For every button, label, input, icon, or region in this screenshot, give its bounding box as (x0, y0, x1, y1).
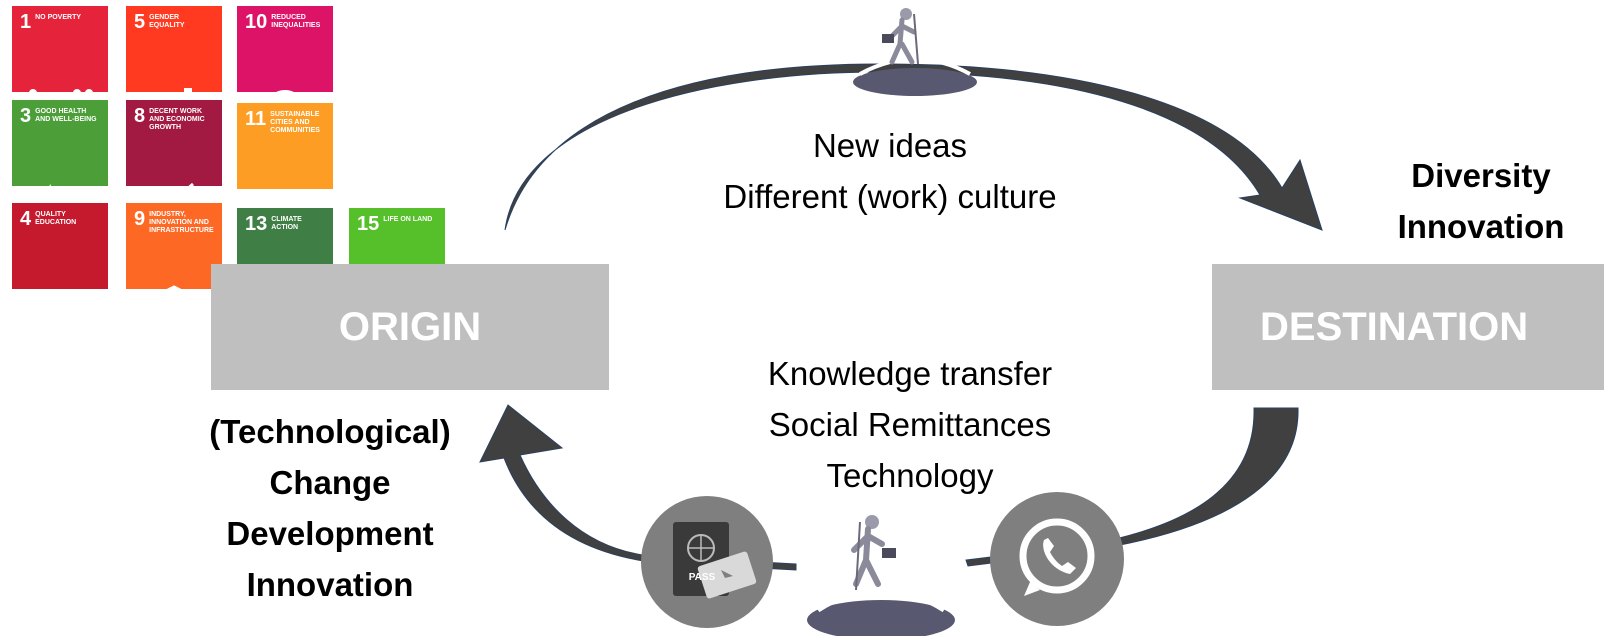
whatsapp-circle (990, 492, 1124, 626)
sdg-number: 5 (134, 11, 146, 33)
sdg-title: DECENT WORK AND ECONOMIC GROWTH (149, 108, 205, 131)
bottom-flow-line: Knowledge transfer (767, 355, 1053, 392)
origin-effect-line: Innovation (246, 566, 414, 603)
bottom-flow-line: Social Remittances (768, 406, 1052, 443)
bottom-flow-text: Knowledge transfer Social Remittances Te… (720, 348, 1100, 501)
whatsapp-icon (1019, 518, 1095, 596)
origin-effects: (Technological) Change Development Innov… (190, 406, 470, 610)
sdg-number: 8 (134, 105, 146, 127)
sdg-number: 9 (134, 208, 146, 230)
destination-effect-line: Diversity (1411, 157, 1551, 194)
destination-label: DESTINATION (1260, 305, 1529, 349)
traveler-on-globe-icon-bottom (807, 515, 955, 636)
sdg-number: 15 (357, 213, 380, 235)
sdg-title: NO POVERTY (35, 14, 82, 21)
sdg-title: GOOD HEALTH AND WELL-BEING (35, 108, 97, 123)
sdg-number: 10 (245, 11, 268, 33)
sdg-number: 3 (20, 105, 32, 127)
origin-effect-line: Change (269, 464, 391, 501)
sdg-number: 4 (20, 208, 32, 230)
origin-effect-line: Development (226, 515, 434, 552)
bottom-flow-line: Technology (826, 457, 994, 494)
traveler-on-globe-icon (853, 8, 977, 96)
sdg-title: LIFE ON LAND (383, 216, 433, 223)
passport-label: PASS (688, 572, 716, 583)
sdg-title: CLIMATE ACTION (271, 216, 302, 231)
sdg-title: REDUCED INEQUALITIES (271, 14, 321, 29)
destination-effect-line: Innovation (1397, 208, 1565, 245)
top-flow-text: New ideas Different (work) culture (680, 120, 1100, 222)
sdg-title: SUSTAINABLE CITIES AND COMMUNITIES (270, 111, 320, 134)
origin-label: ORIGIN (338, 305, 482, 349)
sdg-number: 11 (245, 108, 267, 130)
destination-box: DESTINATION (1212, 264, 1604, 390)
origin-effect-line: (Technological) (209, 413, 451, 450)
passport-circle: PASS (641, 496, 773, 628)
destination-effects: Diversity Innovation (1376, 150, 1586, 252)
sdg-number: 13 (245, 213, 268, 235)
sdg-number: 1 (20, 11, 32, 33)
sdg-title: QUALITY EDUCATION (35, 211, 77, 226)
origin-box: ORIGIN (211, 264, 609, 390)
sdg-title: INDUSTRY, INNOVATION AND INFRASTRUCTURE (149, 211, 214, 234)
passport-icon (673, 522, 757, 599)
sdg-title: GENDER EQUALITY (149, 14, 185, 29)
top-flow-line: New ideas (812, 127, 968, 164)
top-flow-line: Different (work) culture (723, 178, 1057, 215)
